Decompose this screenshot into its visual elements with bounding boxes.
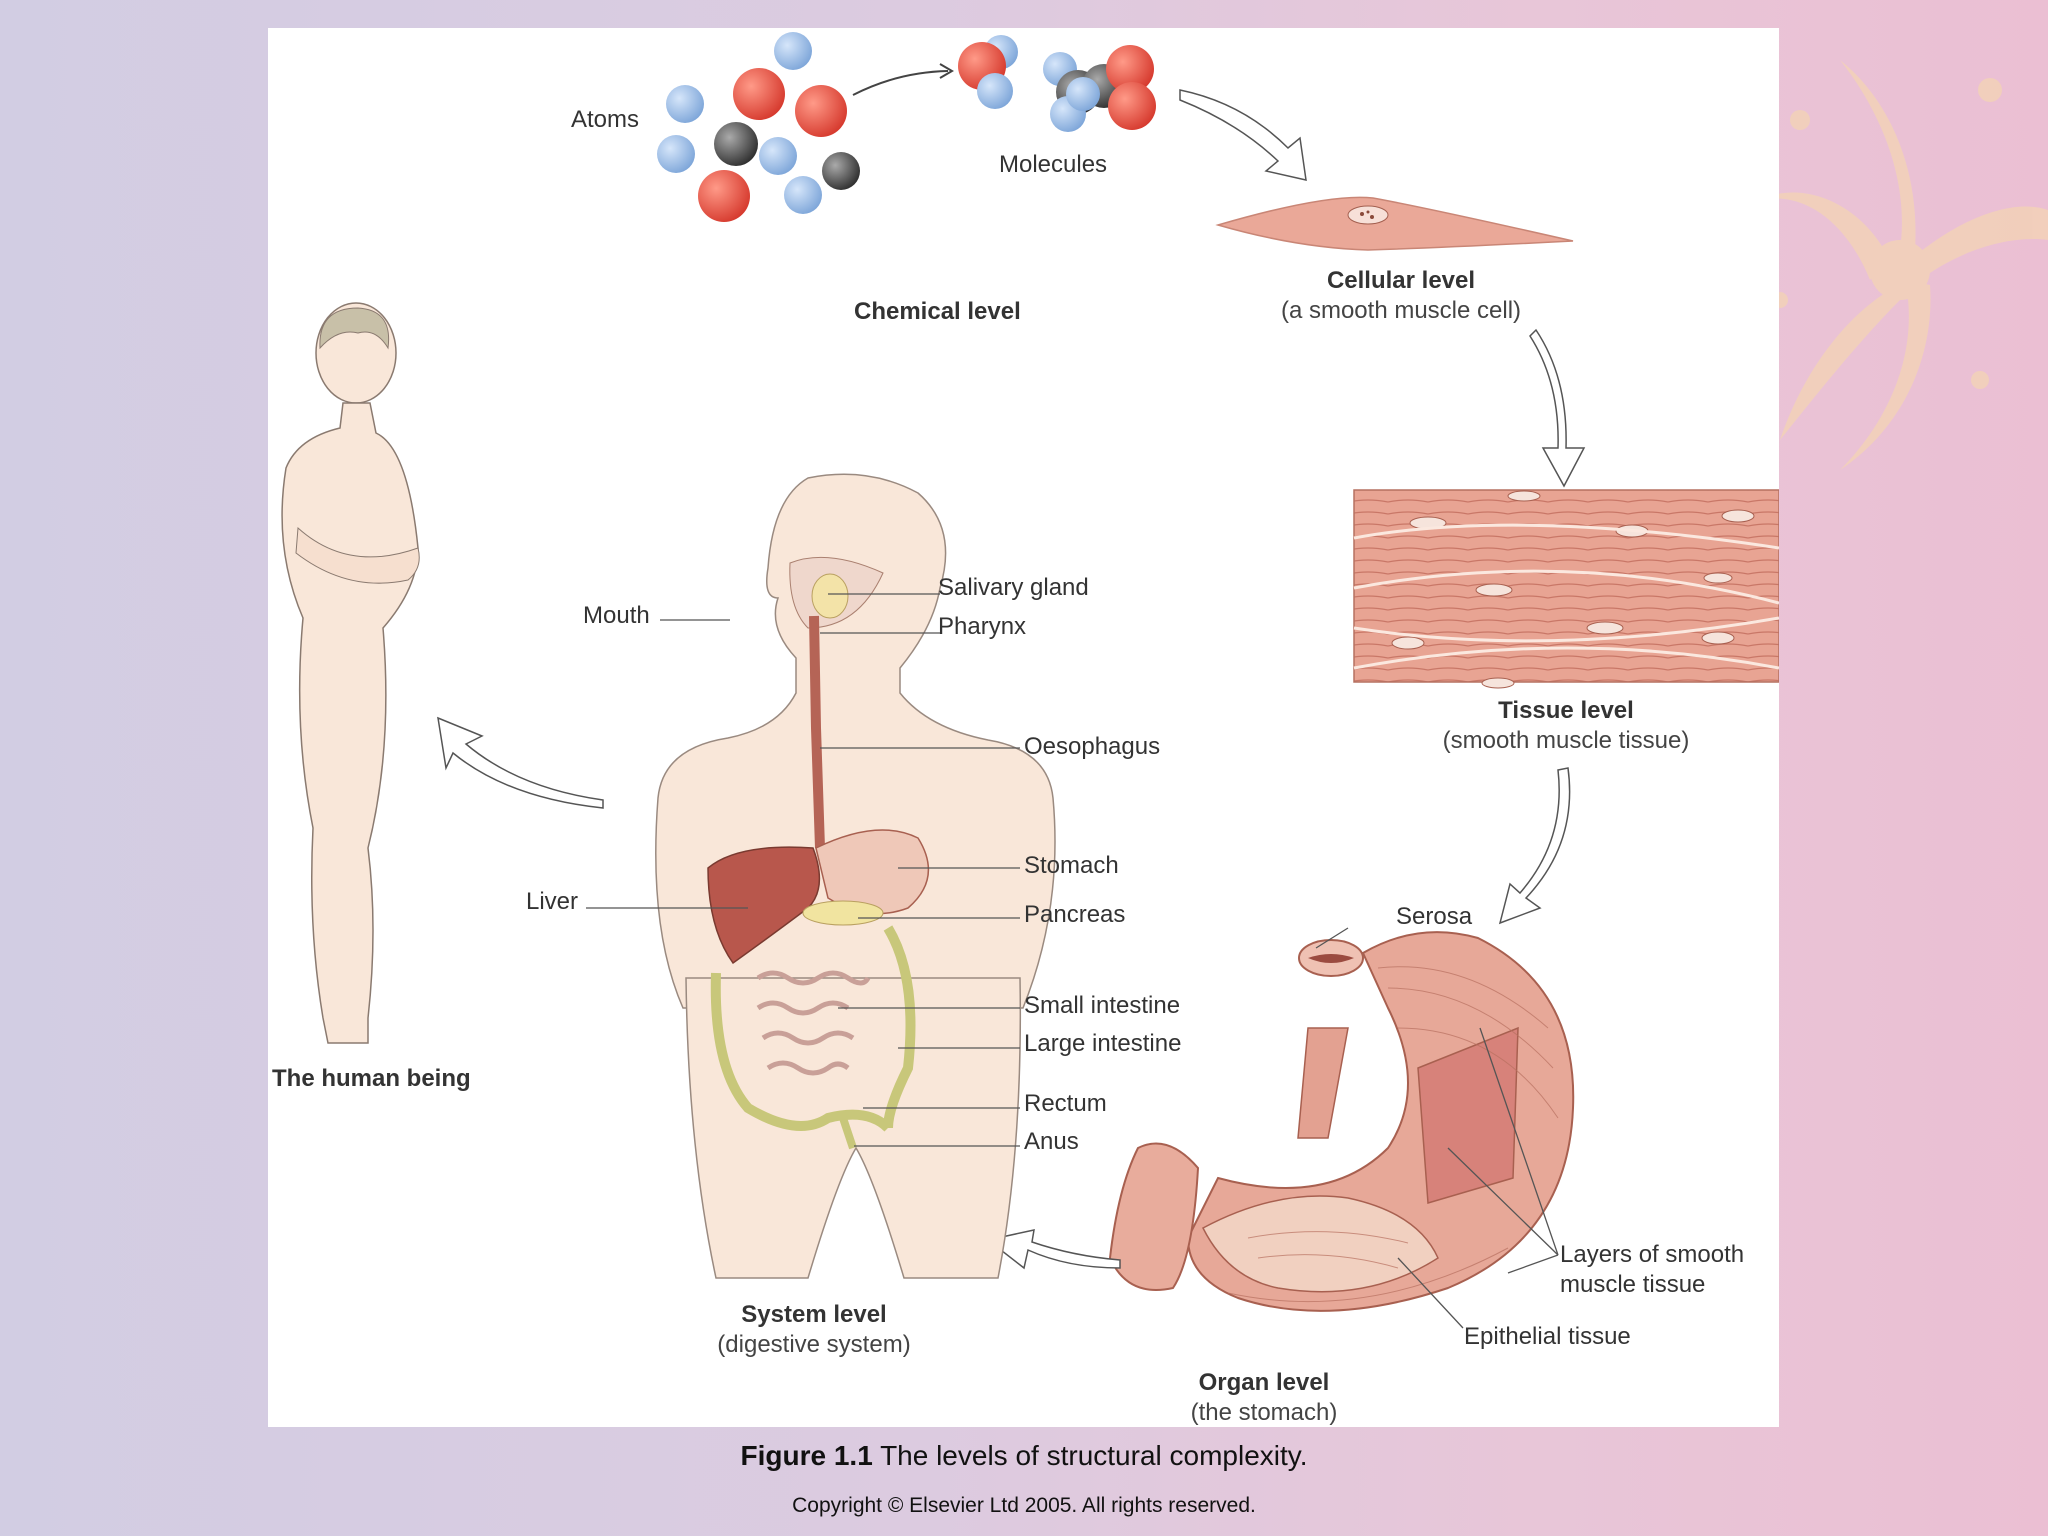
cellular-level-subtitle: (a smooth muscle cell) bbox=[1281, 297, 1521, 324]
pharynx-label: Pharynx bbox=[938, 613, 1026, 640]
system-level-subtitle: (digestive system) bbox=[717, 1331, 910, 1358]
atoms-to-molecules-arrow bbox=[852, 70, 949, 96]
human-figure bbox=[281, 302, 420, 1044]
epithelial-tissue-label: Epithelial tissue bbox=[1464, 1323, 1631, 1350]
human-being-title: The human being bbox=[272, 1065, 471, 1092]
layers-label-line1: Layers of smooth bbox=[1560, 1241, 1744, 1268]
atoms-group bbox=[657, 32, 860, 222]
stomach-label: Stomach bbox=[1024, 852, 1119, 879]
molecules-to-cell-arrow bbox=[1179, 89, 1307, 181]
mouth-label: Mouth bbox=[583, 602, 650, 629]
pancreas-label: Pancreas bbox=[1024, 901, 1125, 928]
figure-panel: Atoms Molecules Chemical level Cellular … bbox=[268, 28, 1779, 1427]
caption-text: The levels of structural complexity. bbox=[880, 1440, 1308, 1471]
digestive-system-illustration bbox=[655, 473, 1056, 1279]
copyright-notice: Copyright © Elsevier Ltd 2005. All right… bbox=[792, 1494, 1256, 1517]
tissue-to-organ-arrow bbox=[1498, 767, 1571, 925]
levels-diagram: Atoms Molecules Chemical level Cellular … bbox=[272, 32, 1779, 1426]
serosa-label: Serosa bbox=[1396, 903, 1473, 930]
tissue-level-subtitle: (smooth muscle tissue) bbox=[1443, 727, 1690, 754]
chemical-level-title: Chemical level bbox=[854, 298, 1021, 325]
cell-to-tissue-arrow bbox=[1529, 328, 1586, 488]
figure-caption: Figure 1.1 The levels of structural comp… bbox=[0, 1440, 2048, 1472]
rectum-label: Rectum bbox=[1024, 1090, 1107, 1117]
cellular-level-title: Cellular level bbox=[1327, 267, 1475, 294]
system-to-human-arrow bbox=[437, 716, 604, 809]
salivary-gland-label: Salivary gland bbox=[938, 574, 1089, 601]
layers-label-line2: muscle tissue bbox=[1560, 1271, 1705, 1298]
organ-level-title: Organ level bbox=[1199, 1369, 1330, 1396]
tissue-level-title: Tissue level bbox=[1498, 697, 1634, 724]
smooth-muscle-cell bbox=[1215, 196, 1574, 251]
molecules-label: Molecules bbox=[999, 151, 1107, 178]
decorative-flourish bbox=[1760, 60, 2048, 470]
system-leader-lines bbox=[586, 593, 1020, 1147]
caption-prefix: Figure 1.1 bbox=[740, 1440, 873, 1471]
stomach-illustration bbox=[1108, 931, 1575, 1312]
organ-to-system-arrow bbox=[986, 1229, 1121, 1270]
liver-label: Liver bbox=[526, 888, 578, 915]
anus-label: Anus bbox=[1024, 1128, 1079, 1155]
system-level-title: System level bbox=[741, 1301, 886, 1328]
atoms-label: Atoms bbox=[571, 106, 639, 133]
large-intestine-label: Large intestine bbox=[1024, 1030, 1181, 1057]
small-intestine-label: Small intestine bbox=[1024, 992, 1180, 1019]
molecules-group bbox=[958, 35, 1156, 132]
oesophagus-label: Oesophagus bbox=[1024, 733, 1160, 760]
organ-level-subtitle: (the stomach) bbox=[1191, 1399, 1338, 1426]
smooth-muscle-tissue bbox=[1353, 489, 1779, 689]
